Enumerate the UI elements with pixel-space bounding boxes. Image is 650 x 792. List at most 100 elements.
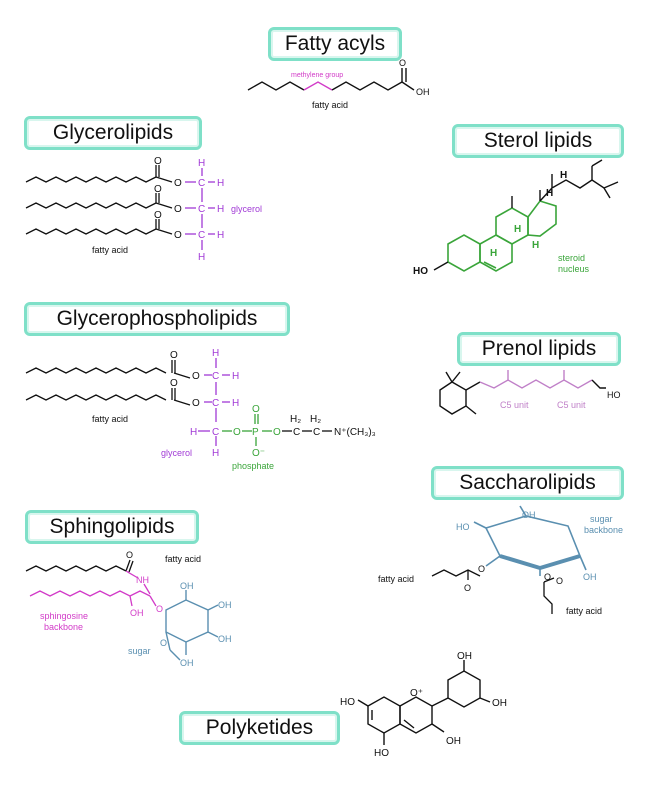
prenol-ho-label: HO bbox=[607, 390, 621, 400]
gpl-o-double: O bbox=[252, 404, 260, 415]
sacch-sugar-label: sugar bbox=[590, 514, 613, 524]
gpl-c-4: C bbox=[293, 427, 300, 438]
gpl-chains bbox=[25, 360, 191, 406]
gpl-phosphate-label: phosphate bbox=[232, 461, 274, 471]
saccharide-ring bbox=[473, 505, 587, 576]
sterol-h-2: H bbox=[546, 188, 553, 199]
sacch-o-label-4: O bbox=[556, 576, 563, 586]
fatty-acyls-fatty-acid-label: fatty acid bbox=[312, 100, 348, 110]
title-glycerophospholipids: Glycerophospholipids bbox=[24, 302, 290, 336]
gpl-o-minus: O⁻ bbox=[252, 448, 265, 459]
polyk-o-plus: O⁺ bbox=[410, 688, 423, 699]
sphingo-backbone-label: backbone bbox=[44, 622, 83, 632]
gl-h-2: H bbox=[217, 204, 224, 215]
gl-o-top-2: O bbox=[154, 184, 162, 195]
sacch-fatty-acid-label-1: fatty acid bbox=[378, 574, 414, 584]
gpl-h2-1: H₂ bbox=[290, 414, 301, 425]
phosphate-group bbox=[222, 414, 272, 446]
gl-glycerol-label: glycerol bbox=[231, 204, 262, 214]
polyk-oh-3: OH bbox=[492, 698, 507, 709]
sphingosine-chain bbox=[29, 570, 157, 607]
polyk-oh-1: OH bbox=[446, 736, 461, 747]
sphingo-sugar-label: sugar bbox=[128, 646, 151, 656]
c5-unit-label-2: C5 unit bbox=[557, 400, 586, 410]
gpl-h-2: H bbox=[232, 398, 239, 409]
gl-h-3: H bbox=[217, 230, 224, 241]
gpl-c-1: C bbox=[212, 371, 219, 382]
triglyceride-chains bbox=[25, 165, 173, 235]
sphingo-oh-4: OH bbox=[180, 658, 194, 668]
gpl-h-1: H bbox=[232, 371, 239, 382]
polyk-ho-2: HO bbox=[374, 748, 389, 759]
title-sterol-lipids: Sterol lipids bbox=[452, 124, 624, 158]
glycerol-backbone bbox=[185, 168, 215, 250]
sphingo-oh-2: OH bbox=[218, 600, 232, 610]
gpl-c-2: C bbox=[212, 398, 219, 409]
gpl-n-plus: N⁺(CH₃)₃ bbox=[334, 427, 376, 438]
gl-fatty-acid-label: fatty acid bbox=[92, 245, 128, 255]
gpl-c-3: C bbox=[212, 427, 219, 438]
sphingosine-label: sphingosine bbox=[40, 611, 88, 621]
polyk-ho-1: HO bbox=[340, 697, 355, 708]
title-fatty-acyls: Fatty acyls bbox=[268, 27, 402, 61]
sacch-o-label-2: O bbox=[544, 572, 551, 582]
gl-h-top: H bbox=[198, 158, 205, 169]
gpl-o-ester: O bbox=[233, 427, 241, 438]
sterol-side-chain bbox=[433, 159, 619, 271]
sacch-o-label-1: O bbox=[478, 564, 485, 574]
title-prenol-lipids: Prenol lipids bbox=[457, 332, 621, 366]
gpl-c-5: C bbox=[313, 427, 320, 438]
title-sphingolipids: Sphingolipids bbox=[25, 510, 199, 544]
gl-o-top-1: O bbox=[154, 156, 162, 167]
anthocyanidin-structure bbox=[357, 660, 491, 745]
sphingo-o-label: O bbox=[126, 550, 133, 560]
steroid-nucleus bbox=[447, 200, 557, 272]
sacch-oh-label-1: OH bbox=[522, 510, 536, 520]
sterol-h-4: H bbox=[490, 248, 497, 259]
gl-c-2: C bbox=[198, 204, 205, 215]
sphingo-oh-label: OH bbox=[130, 608, 144, 618]
prenol-chain bbox=[479, 370, 593, 389]
fatty-acyls-oh-label: OH bbox=[416, 87, 430, 97]
polyk-oh-2: OH bbox=[457, 651, 472, 662]
sphingo-nh-label: NH bbox=[136, 575, 149, 585]
gpl-glycerol bbox=[198, 358, 230, 446]
sphingo-o-5: O bbox=[160, 638, 167, 648]
gl-o-3: O bbox=[174, 230, 182, 241]
sphingo-oh-3: OH bbox=[218, 634, 232, 644]
gpl-o-2: O bbox=[192, 398, 200, 409]
title-glycerolipids: Glycerolipids bbox=[24, 116, 202, 150]
sterol-h-1: H bbox=[560, 170, 567, 181]
gpl-h2-2: H₂ bbox=[310, 414, 321, 425]
gl-o-top-3: O bbox=[154, 210, 162, 221]
gl-o-2: O bbox=[174, 204, 182, 215]
gpl-o-top-1: O bbox=[170, 350, 178, 361]
gl-h-bottom: H bbox=[198, 252, 205, 263]
gpl-o-1: O bbox=[192, 371, 200, 382]
sphingo-oh-1: OH bbox=[180, 581, 194, 591]
gpl-p: P bbox=[252, 427, 259, 438]
sphingo-fatty-acid-label: fatty acid bbox=[165, 554, 201, 564]
gpl-h-top: H bbox=[212, 348, 219, 359]
c5-unit-label-1: C5 unit bbox=[500, 400, 529, 410]
gl-h-1: H bbox=[217, 178, 224, 189]
fatty-acid-structure bbox=[247, 68, 415, 91]
gl-o-1: O bbox=[174, 178, 182, 189]
gpl-h-bottom: H bbox=[212, 448, 219, 459]
gl-c-1: C bbox=[198, 178, 205, 189]
prenol-ring bbox=[439, 371, 481, 415]
sacch-oh-label-2: OH bbox=[583, 572, 597, 582]
prenol-tail bbox=[591, 379, 606, 389]
gpl-glycerol-label: glycerol bbox=[161, 448, 192, 458]
sterol-ho-label: HO bbox=[413, 266, 428, 277]
sterol-h-5: H bbox=[532, 240, 539, 251]
sterol-h-3: H bbox=[514, 224, 521, 235]
title-saccharolipids: Saccharolipids bbox=[431, 466, 624, 500]
sacch-o-label-3: O bbox=[464, 583, 471, 593]
sacch-fatty-acid-label-2: fatty acid bbox=[566, 606, 602, 616]
sacch-ester-chains bbox=[431, 569, 555, 614]
sacch-ho-label: HO bbox=[456, 522, 470, 532]
gpl-fatty-acid-label: fatty acid bbox=[92, 414, 128, 424]
